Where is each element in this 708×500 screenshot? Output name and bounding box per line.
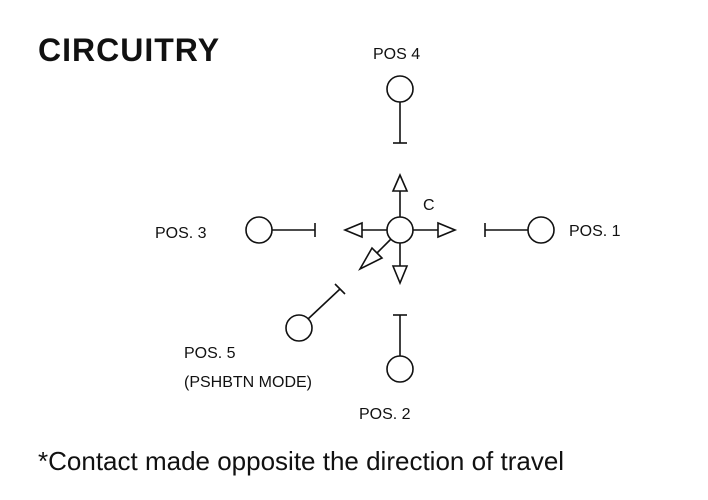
contact-pos5 (285, 283, 346, 342)
label-pos5-mode: (PSHBTN MODE) (184, 374, 312, 391)
diagram-title: CIRCUITRY (38, 32, 220, 68)
contact-pos2 (386, 314, 414, 383)
contact-pos3 (245, 216, 316, 244)
footnote: *Contact made opposite the direction of … (38, 446, 564, 476)
contact-pos1 (484, 216, 555, 244)
arrow-down (391, 243, 409, 286)
label-pos2: POS. 2 (359, 406, 411, 423)
arrow-right (413, 221, 458, 239)
label-pos5: POS. 5 (184, 345, 236, 362)
label-common: C (423, 197, 435, 214)
label-pos3: POS. 3 (155, 225, 207, 242)
label-pos4: POS 4 (373, 46, 420, 63)
contact-pos4 (386, 75, 414, 144)
label-pos1: POS. 1 (569, 223, 621, 240)
arrow-up (391, 173, 409, 217)
arrow-diagonal (357, 238, 392, 271)
arrow-left (342, 221, 387, 239)
